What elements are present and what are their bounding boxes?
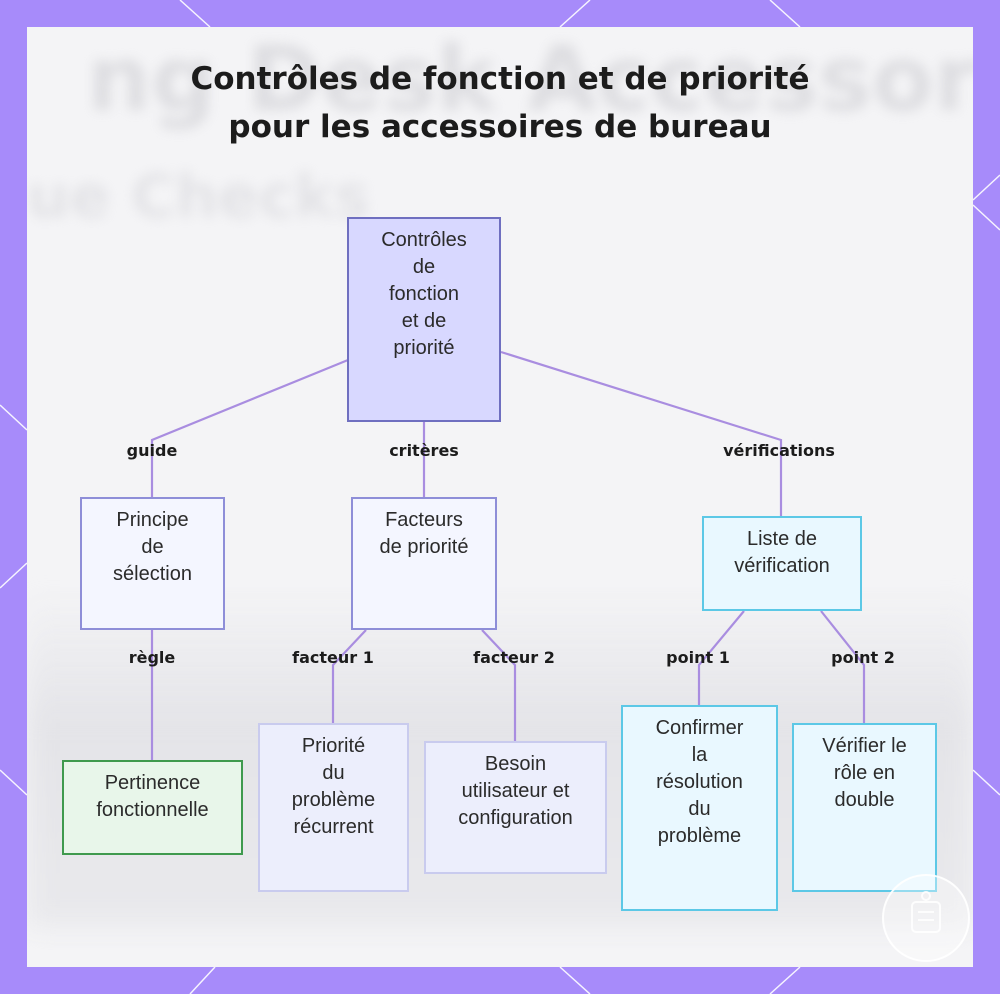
edge-label-point1: point 1 (666, 648, 730, 667)
node-principe-label: Principe de sélection (113, 507, 192, 588)
edge-label-regle: règle (129, 648, 176, 667)
edge-facteurs-besoin (482, 630, 515, 741)
edge-liste-verifier (821, 611, 864, 723)
node-priorite-probleme-label: Priorité du problème récurrent (292, 733, 375, 841)
node-facteurs: Facteurs de priorité (351, 497, 497, 630)
edge-label-verifications: vérifications (723, 441, 835, 460)
watermark-logo (882, 874, 970, 962)
node-pertinence: Pertinence fonctionnelle (62, 760, 243, 855)
node-liste: Liste de vérification (702, 516, 862, 611)
edge-root-liste (501, 352, 781, 516)
edge-label-facteur1: facteur 1 (292, 648, 374, 667)
node-facteurs-label: Facteurs de priorité (380, 507, 469, 561)
edge-label-criteres: critères (389, 441, 459, 460)
edge-root-principe (152, 360, 348, 497)
node-principe: Principe de sélection (80, 497, 225, 630)
node-confirmer: Confirmer la résolution du problème (621, 705, 778, 911)
node-besoin-label: Besoin utilisateur et configuration (458, 751, 573, 832)
node-verifier: Vérifier le rôle en double (792, 723, 937, 892)
node-confirmer-label: Confirmer la résolution du problème (656, 715, 744, 850)
edge-label-facteur2: facteur 2 (473, 648, 555, 667)
node-priorite-probleme: Priorité du problème récurrent (258, 723, 409, 892)
edge-facteurs-priorite (333, 630, 366, 723)
node-verifier-label: Vérifier le rôle en double (822, 733, 906, 814)
node-liste-label: Liste de vérification (734, 526, 830, 580)
watermark-logo-icon (884, 876, 968, 960)
node-pertinence-label: Pertinence fonctionnelle (96, 770, 208, 824)
edge-label-guide: guide (127, 441, 178, 460)
node-root: Contrôles de fonction et de priorité (347, 217, 501, 422)
node-root-label: Contrôles de fonction et de priorité (381, 227, 467, 362)
node-besoin: Besoin utilisateur et configuration (424, 741, 607, 874)
edge-label-point2: point 2 (831, 648, 895, 667)
